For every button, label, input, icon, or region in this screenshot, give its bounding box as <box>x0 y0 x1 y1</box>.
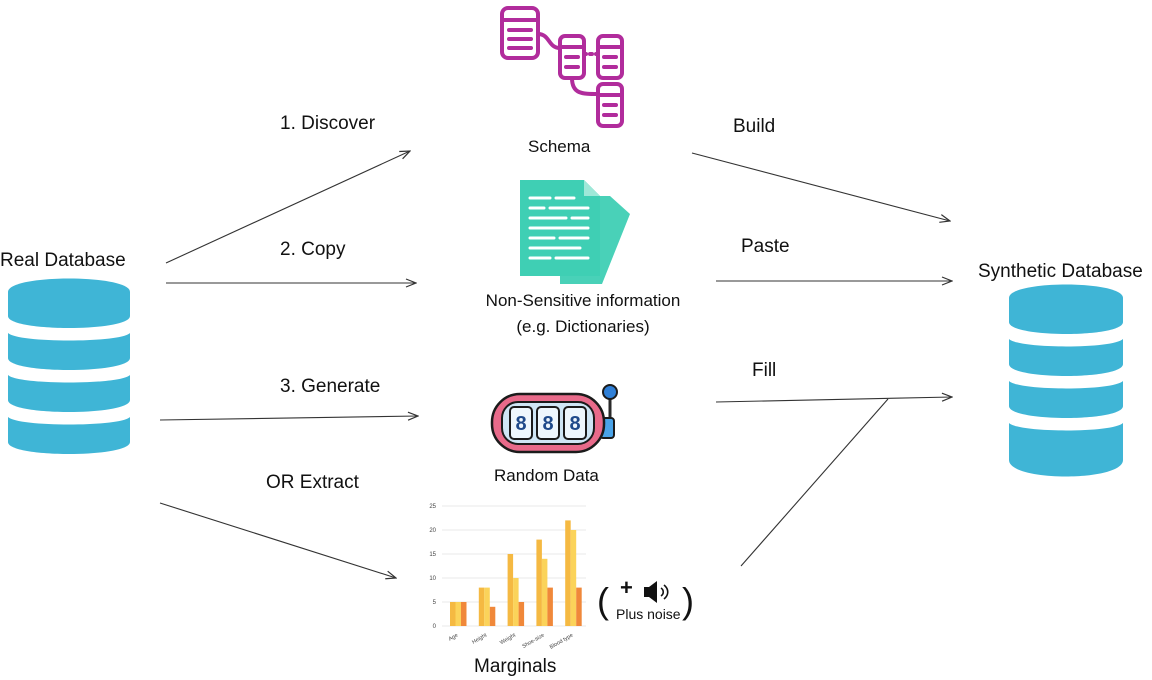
chart-xtick-label: Weight <box>499 632 517 646</box>
chart-ytick-label: 20 <box>429 528 436 534</box>
slot-digit-3: 8 <box>569 413 580 435</box>
chart-ytick-label: 0 <box>433 624 437 630</box>
chart-bar <box>484 587 490 626</box>
chart-xtick-label: Blood type <box>549 633 575 650</box>
step-discover-label: 1. Discover <box>280 113 376 134</box>
chart-bar <box>536 539 542 626</box>
chart-bar <box>565 520 571 626</box>
action-fill-label: Fill <box>752 360 777 381</box>
discover-arrow <box>165 151 410 264</box>
slot-digit-1: 8 <box>515 413 526 435</box>
chart-ytick-label: 25 <box>429 504 436 510</box>
speaker-icon <box>644 581 669 603</box>
slot-machine-icon: 8 8 8 <box>490 384 618 454</box>
documents-icon <box>520 180 630 284</box>
chart-bar <box>576 587 582 626</box>
chart-bar <box>489 606 496 626</box>
action-build-label: Build <box>733 116 776 137</box>
chart-bar <box>547 587 553 626</box>
chart-bar <box>518 602 525 626</box>
fill-arrow <box>715 397 952 403</box>
non-sensitive-label-line1: Non-Sensitive information <box>485 291 681 310</box>
plus-noise-label: Plus noise <box>616 606 681 622</box>
step-generate-label: 3. Generate <box>280 376 381 397</box>
chart-bar <box>455 602 461 626</box>
chart-xtick-label: Age <box>448 633 459 643</box>
chart-ytick-label: 15 <box>429 552 436 558</box>
chart-ytick-label: 5 <box>433 600 437 606</box>
real-database-label: Real Database <box>0 250 126 271</box>
step-copy-label: 2. Copy <box>280 239 346 260</box>
marginals-label: Marginals <box>474 656 557 677</box>
noise-close-paren: ) <box>682 580 694 621</box>
chart-bar <box>513 578 519 626</box>
noise-open-paren: ( <box>597 580 609 621</box>
noise-plus-sign: + <box>620 575 633 600</box>
generate-arrow <box>159 416 418 420</box>
chart-bar <box>541 558 548 626</box>
chart-bar <box>450 602 456 626</box>
random-data-label: Random Data <box>494 466 599 485</box>
action-paste-label: Paste <box>741 236 790 257</box>
chart-bar <box>478 587 485 626</box>
chart-xtick-label: Height <box>471 632 488 645</box>
real-database-icon <box>8 278 130 454</box>
chart-ytick-label: 10 <box>429 576 436 582</box>
chart-bar <box>507 554 514 626</box>
extract-arrow <box>159 502 396 578</box>
chart-xtick-label: Shoe-size <box>521 633 545 650</box>
slot-digit-2: 8 <box>542 413 553 435</box>
step-extract-label: OR Extract <box>266 472 359 493</box>
synthetic-database-icon <box>1009 284 1123 477</box>
non-sensitive-label-line2: (e.g. Dictionaries) <box>516 317 650 336</box>
chart-bar <box>461 602 467 626</box>
chart-bar <box>570 530 577 626</box>
marginals-to-fill-line <box>740 398 889 567</box>
schema-label: Schema <box>528 137 591 156</box>
build-arrow <box>691 152 950 221</box>
synthetic-database-label: Synthetic Database <box>978 261 1143 282</box>
schema-icon <box>500 6 624 128</box>
